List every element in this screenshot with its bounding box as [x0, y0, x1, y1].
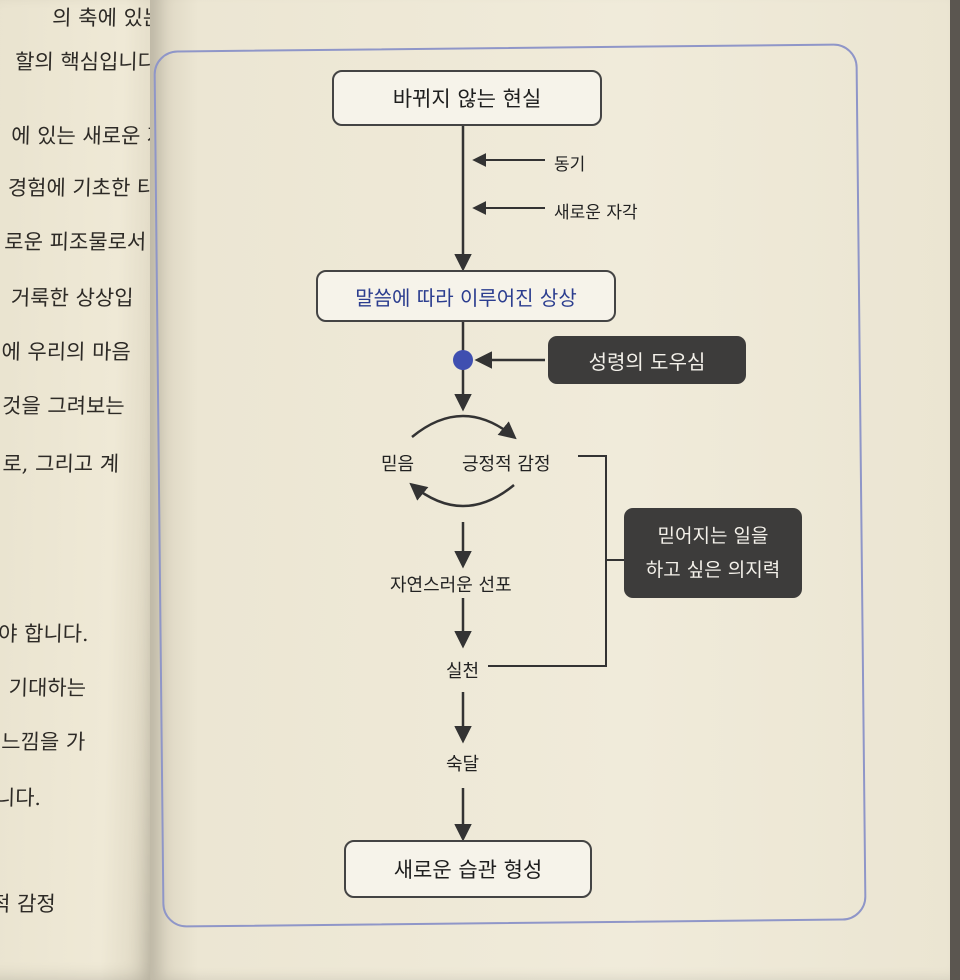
- practice-label: 실천: [446, 661, 480, 682]
- word-based-imagination-box: 말씀에 따라 이루어진 상상: [316, 270, 616, 322]
- unchanged-reality-box: 바뀌지 않는 현실: [332, 70, 602, 126]
- will-bracket: [488, 455, 607, 667]
- holy-spirit-help-box: 성령의 도우심: [548, 336, 746, 384]
- right-page: [150, 0, 950, 980]
- word-based-imagination-label: 말씀에 따라 이루어진 상상: [355, 285, 577, 310]
- mastery-label: 숙달: [446, 754, 480, 775]
- willpower-line-2: 하고 싶은 의지력: [645, 559, 781, 581]
- spirit-dot: [453, 350, 473, 370]
- unchanged-reality-label: 바뀌지 않는 현실: [392, 87, 542, 111]
- willpower-line-1: 믿어지는 일을: [657, 525, 769, 547]
- new-habit-formation-label: 새로운 습관 형성: [393, 858, 543, 882]
- cycle-arrow-upper: [411, 414, 517, 440]
- willpower-box: 믿어지는 일을 하고 싶은 의지력: [624, 508, 802, 598]
- holy-spirit-help-label: 성령의 도우심: [588, 349, 706, 374]
- positive-emotion-label: 긍정적 감정: [462, 454, 551, 475]
- faith-label: 믿음: [381, 454, 415, 475]
- new-awareness-label: 새로운 자각: [554, 203, 638, 223]
- new-habit-formation-box: 새로운 습관 형성: [344, 840, 592, 898]
- natural-declaration-label: 자연스러운 선포: [390, 575, 512, 596]
- motivation-label: 동기: [554, 155, 586, 175]
- cycle-arrow-lower: [409, 482, 515, 508]
- diagram-connectors: [409, 125, 624, 842]
